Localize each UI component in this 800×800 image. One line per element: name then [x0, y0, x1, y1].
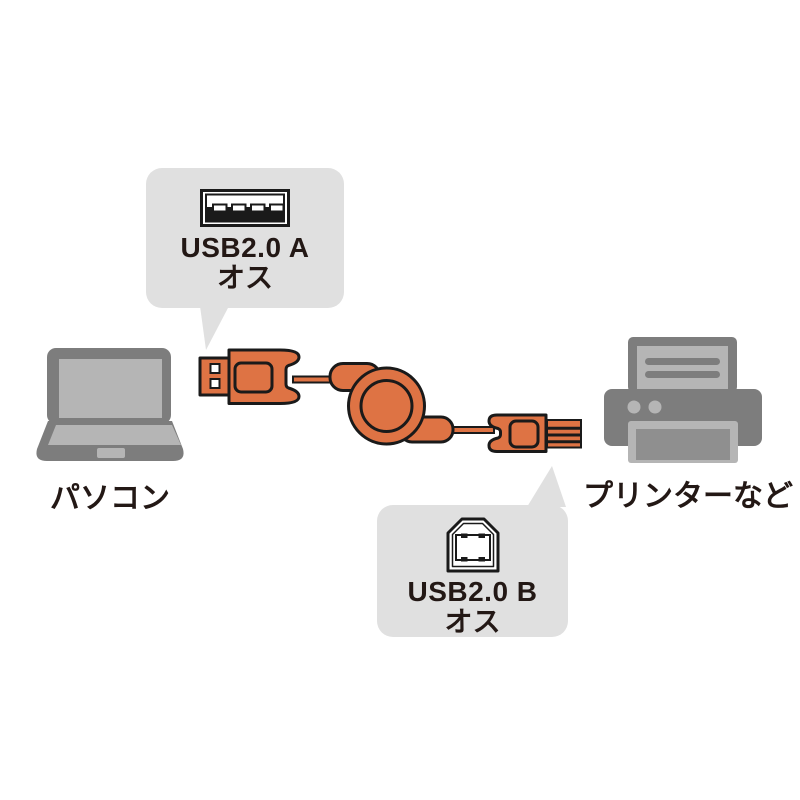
usb-a-icon-contact-4 [269, 203, 285, 213]
callout-b-tail [527, 466, 566, 507]
computer-label: パソコン [50, 482, 170, 515]
printer-paper-line-2 [645, 371, 720, 378]
printer-output-paper [636, 429, 730, 460]
usb-a-plug-emblem [233, 361, 274, 394]
usb-a-shell-hole-1 [209, 363, 221, 374]
printer-label: プリンターなど [583, 480, 793, 513]
printer-led-dot-2 [648, 400, 662, 414]
printer-paper [637, 346, 728, 392]
usb-b-icon-contact-3 [460, 557, 467, 562]
usb-b-icon-contact-4 [478, 557, 485, 562]
laptop-screen [59, 359, 162, 418]
usb-a-port-icon [200, 189, 290, 227]
usb-b-icon-contact-2 [478, 533, 485, 538]
printer-paper-line-1 [645, 358, 720, 365]
laptop-front-notch [97, 448, 125, 458]
laptop-keyboard-deck [48, 425, 181, 445]
usb-a-icon-contact-1 [212, 203, 228, 213]
usb-a-icon-contact-2 [231, 203, 247, 213]
retractable-usb-cable [198, 348, 582, 453]
callout-a-tail [200, 306, 229, 350]
callout-usb-a: USB2.0 A オス [146, 168, 344, 308]
printer-icon [604, 337, 762, 463]
usb-b-icon-inner [454, 534, 491, 561]
usb-b-icon-contact-1 [460, 533, 467, 538]
callout-usb-b-line1: USB2.0 B [407, 576, 538, 607]
callout-usb-b-line2: オス [444, 606, 501, 637]
laptop-icon [36, 348, 184, 461]
usb-b-port-icon [446, 517, 499, 573]
usb-a-shell-hole-2 [209, 378, 221, 389]
callout-usb-b: USB2.0 B オス [377, 505, 568, 637]
printer-led-dot-1 [627, 400, 641, 414]
cable-cord-b [447, 426, 495, 434]
callout-usb-a-line2: オス [216, 262, 273, 293]
callout-usb-a-line1: USB2.0 A [180, 232, 310, 263]
cable-reel-inner [359, 379, 414, 433]
usb-a-icon-contact-3 [250, 203, 266, 213]
usb-b-plug-emblem [508, 419, 540, 449]
